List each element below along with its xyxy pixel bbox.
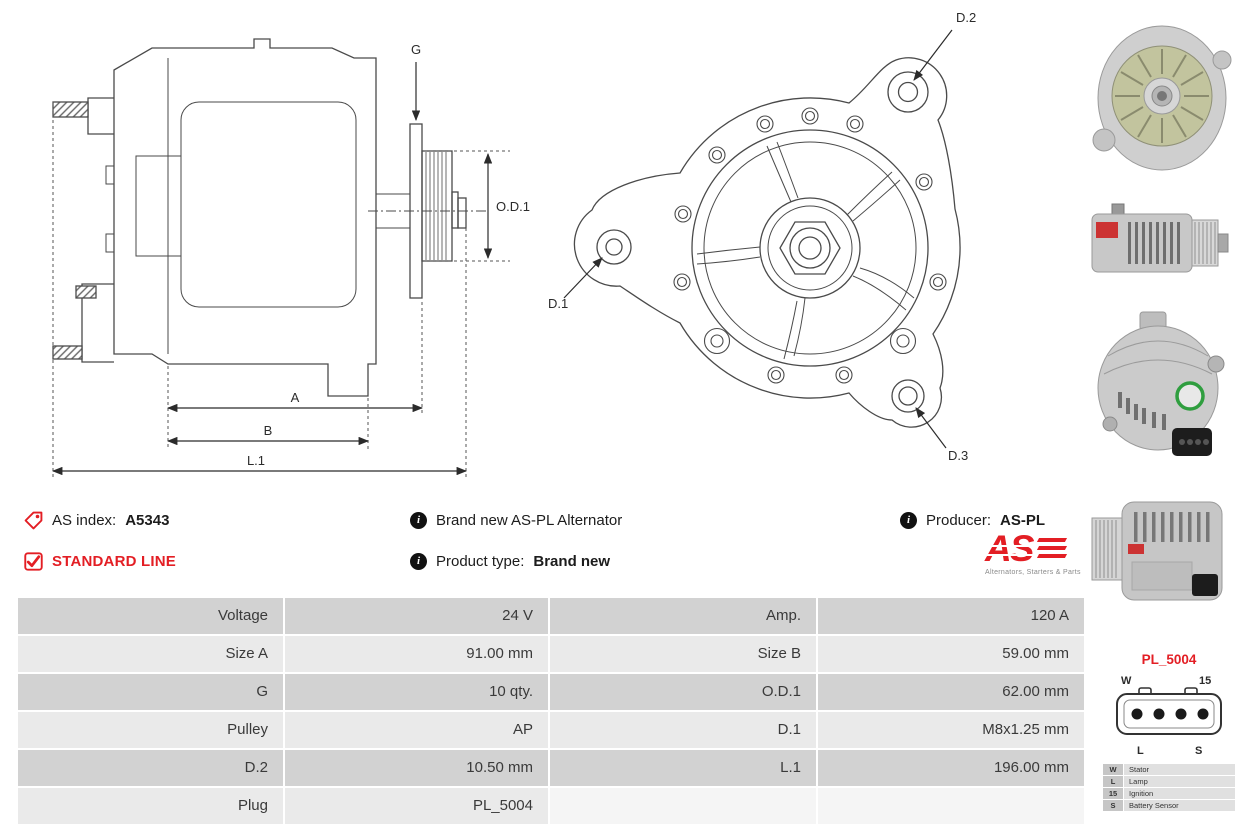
spec-label: G bbox=[18, 674, 283, 710]
dimension-g: G bbox=[411, 42, 421, 122]
spec-value: PL_5004 bbox=[285, 788, 548, 824]
svg-text:A: A bbox=[291, 390, 300, 405]
dimension-b: B bbox=[166, 423, 370, 446]
product-photo-side-pulley-left bbox=[1091, 501, 1223, 601]
product-photo-angled-connector bbox=[1097, 311, 1225, 456]
legend-pin: L bbox=[1103, 776, 1123, 787]
info-icon: i bbox=[900, 511, 917, 529]
spec-value: 10.50 mm bbox=[285, 750, 548, 786]
housing-outline bbox=[573, 57, 961, 428]
spec-label bbox=[550, 788, 816, 824]
spec-value: 120 A bbox=[818, 598, 1084, 634]
stator-rings bbox=[691, 129, 929, 367]
as-index-label: AS index: bbox=[52, 511, 117, 529]
as-logo-text: AS bbox=[985, 528, 1034, 569]
checkbox-checked-icon bbox=[24, 551, 43, 571]
legend-pin: W bbox=[1103, 764, 1123, 775]
svg-text:B: B bbox=[264, 423, 273, 438]
standard-line-row: STANDARD LINE bbox=[24, 551, 176, 571]
pulley-assembly bbox=[368, 123, 488, 299]
dimension-a: A bbox=[166, 390, 424, 413]
plug-pin-w: W bbox=[1121, 675, 1132, 687]
spec-label: L.1 bbox=[550, 750, 816, 786]
svg-text:D.3: D.3 bbox=[948, 448, 968, 463]
technical-drawing-front-view: D.2 D.1 D.3 bbox=[548, 10, 976, 463]
spec-label: D.2 bbox=[18, 750, 283, 786]
plug-pin-s: S bbox=[1195, 745, 1202, 757]
spec-value: 91.00 mm bbox=[285, 636, 548, 672]
plug-legend: W Stator L Lamp 15 Ignition S Battery Se… bbox=[1103, 764, 1235, 811]
producer-label: Producer: bbox=[926, 511, 992, 529]
as-index-value: A5343 bbox=[125, 511, 170, 529]
legend-row: 15 Ignition bbox=[1103, 788, 1235, 799]
plug-pin-15: 15 bbox=[1199, 675, 1211, 687]
spec-label: Voltage bbox=[18, 598, 283, 634]
plug-pin-l: L bbox=[1137, 745, 1144, 757]
producer-row: i Producer: AS-PL bbox=[900, 510, 1045, 530]
plug-connector-diagram: W 15 L S bbox=[1116, 675, 1222, 757]
spec-value: 196.00 mm bbox=[818, 750, 1084, 786]
svg-text:D.2: D.2 bbox=[956, 10, 976, 25]
dimension-d1: D.1 bbox=[548, 257, 603, 311]
legend-desc: Stator bbox=[1124, 764, 1235, 775]
dimension-l1: L.1 bbox=[51, 453, 468, 476]
legend-desc: Lamp bbox=[1124, 776, 1235, 787]
product-photo-side-pulley-right bbox=[1091, 203, 1229, 273]
plug-title: PL_5004 bbox=[1141, 652, 1197, 667]
spec-value: M8x1.25 mm bbox=[818, 712, 1084, 748]
dimension-od1: O.D.1 bbox=[483, 152, 530, 260]
spec-label: Amp. bbox=[550, 598, 816, 634]
dimension-d3: D.3 bbox=[915, 407, 968, 463]
tag-icon bbox=[24, 511, 43, 529]
spec-label: Plug bbox=[18, 788, 283, 824]
spec-label: Size A bbox=[18, 636, 283, 672]
svg-text:D.1: D.1 bbox=[548, 296, 568, 311]
spec-value: 10 qty. bbox=[285, 674, 548, 710]
product-photo-front-view bbox=[1092, 25, 1232, 171]
as-pl-logo: AS Alternators, Starters & Parts bbox=[985, 528, 1090, 576]
spec-value: 24 V bbox=[285, 598, 548, 634]
svg-text:G: G bbox=[411, 42, 421, 57]
description-text: Brand new AS-PL Alternator bbox=[436, 511, 623, 529]
as-logo-subtext: Alternators, Starters & Parts bbox=[985, 569, 1081, 576]
spec-value: 62.00 mm bbox=[818, 674, 1084, 710]
logo-slit bbox=[985, 554, 1037, 556]
spec-value bbox=[818, 788, 1084, 824]
alternator-body-outline bbox=[52, 38, 377, 397]
svg-text:L.1: L.1 bbox=[247, 453, 265, 468]
legend-row: S Battery Sensor bbox=[1103, 800, 1235, 811]
spec-label: O.D.1 bbox=[550, 674, 816, 710]
as-index-row: AS index: A5343 bbox=[24, 510, 169, 530]
svg-text:O.D.1: O.D.1 bbox=[496, 199, 530, 214]
description-row: i Brand new AS-PL Alternator bbox=[410, 510, 622, 530]
spec-table: Voltage 24 V Amp. 120 A Size A 91.00 mm … bbox=[18, 598, 1084, 824]
legend-pin: S bbox=[1103, 800, 1123, 811]
cooling-vanes bbox=[696, 141, 915, 360]
spec-label: D.1 bbox=[550, 712, 816, 748]
as-logo-stripes-icon bbox=[1037, 538, 1068, 562]
mounting-holes bbox=[673, 107, 947, 384]
legend-row: L Lamp bbox=[1103, 776, 1235, 787]
legend-row: W Stator bbox=[1103, 764, 1235, 775]
producer-value: AS-PL bbox=[1000, 511, 1046, 529]
dimension-d2: D.2 bbox=[913, 10, 976, 81]
product-type-label: Product type: bbox=[436, 552, 525, 570]
dimension-guides bbox=[52, 102, 510, 479]
legend-pin: 15 bbox=[1103, 788, 1123, 799]
spec-label: Size B bbox=[550, 636, 816, 672]
legend-desc: Battery Sensor bbox=[1124, 800, 1235, 811]
legend-desc: Ignition bbox=[1124, 788, 1235, 799]
spec-value: AP bbox=[285, 712, 548, 748]
logo-slit bbox=[985, 545, 1037, 547]
product-type-row: i Product type: Brand new bbox=[410, 551, 610, 571]
spec-label: Pulley bbox=[18, 712, 283, 748]
info-icon: i bbox=[410, 511, 427, 529]
product-type-value: Brand new bbox=[533, 552, 611, 570]
standard-line-label: STANDARD LINE bbox=[52, 552, 176, 570]
info-icon: i bbox=[410, 552, 427, 570]
technical-drawing-side-view: G O.D.1 A B L.1 bbox=[51, 38, 530, 479]
spec-value: 59.00 mm bbox=[818, 636, 1084, 672]
